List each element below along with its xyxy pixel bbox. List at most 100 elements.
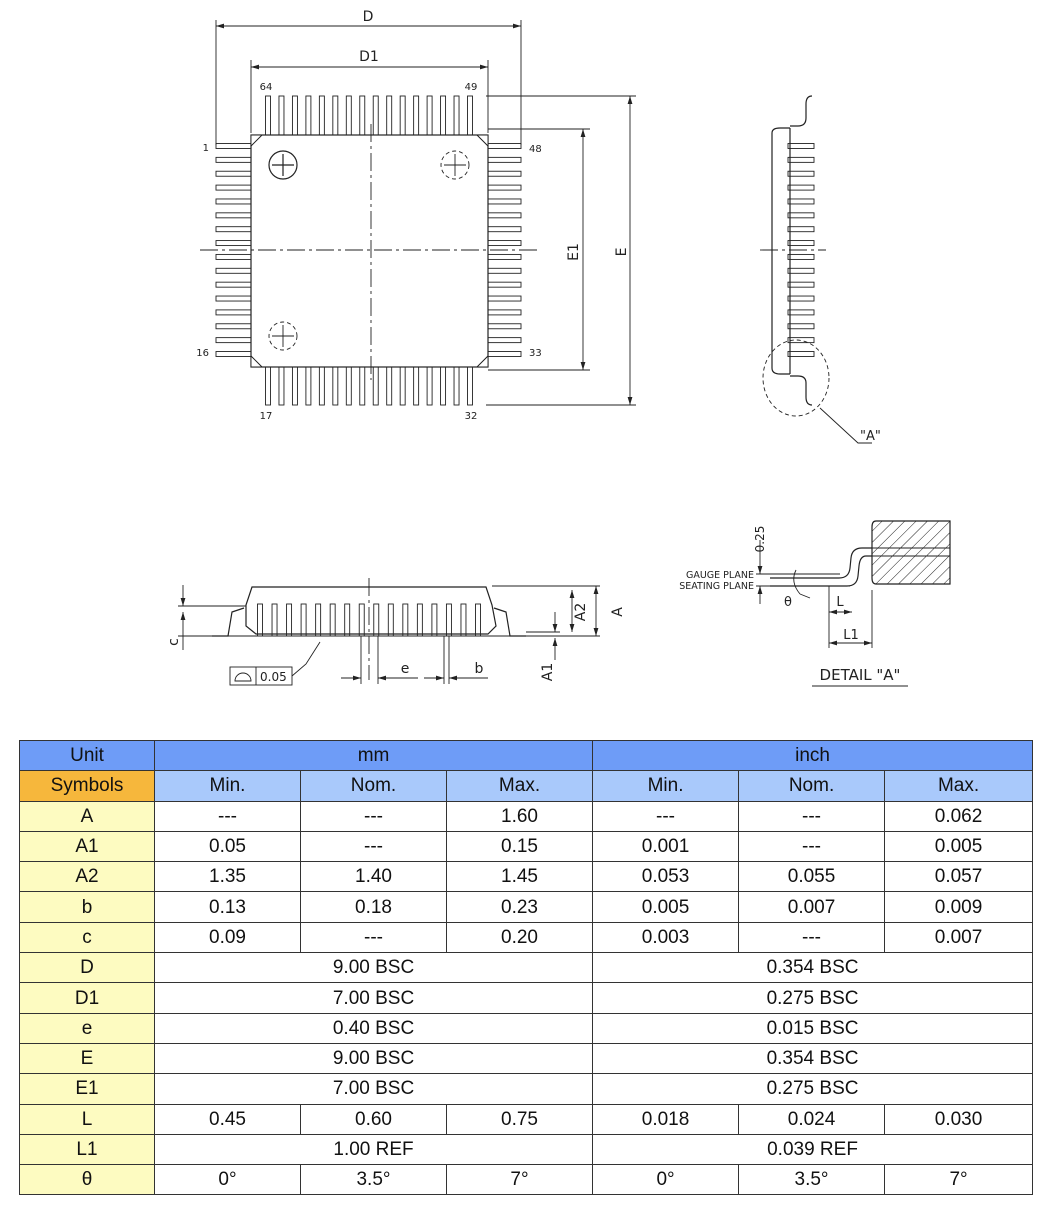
mm-value-cell: --- xyxy=(154,800,301,832)
lead xyxy=(787,337,815,344)
inch-value-cell: 0.057 xyxy=(884,861,1034,893)
lead xyxy=(431,603,438,637)
pin-number-17: 17 xyxy=(260,411,273,422)
mm-header: mm xyxy=(153,739,594,772)
mm-value-cell: 0.45 xyxy=(154,1103,301,1135)
lead xyxy=(359,95,366,136)
top-view: D D1 E1 E 64 49 1 48 16 33 17 32 xyxy=(196,9,636,422)
pin-number-16: 16 xyxy=(196,348,209,359)
lead xyxy=(372,366,379,406)
symbol-cell: D1 xyxy=(19,982,155,1014)
mm-value-cell: 7.00 BSC xyxy=(153,982,594,1014)
lead xyxy=(215,184,252,191)
symbol-cell: D xyxy=(19,952,155,984)
lead xyxy=(487,156,522,163)
mm-value-cell: --- xyxy=(300,921,447,954)
detail-a: GAUGE PLANE SEATING PLANE 0.25 θ L L1 DE… xyxy=(679,520,951,687)
lead xyxy=(345,366,352,406)
lead xyxy=(453,366,460,406)
lead xyxy=(787,281,815,288)
inch-min-header: Min. xyxy=(592,770,740,802)
inch-value-cell: 0.005 xyxy=(884,830,1034,863)
lead xyxy=(475,603,481,637)
symbol-cell: L1 xyxy=(19,1133,155,1166)
lead xyxy=(215,226,252,233)
lead xyxy=(445,603,452,637)
mm-value-cell: 0.75 xyxy=(445,1103,594,1135)
inch-max-header: Max. xyxy=(884,770,1034,802)
lead xyxy=(386,366,393,406)
lead xyxy=(787,309,815,316)
lead xyxy=(402,603,409,637)
lead xyxy=(215,212,252,219)
inch-value-cell: 0.062 xyxy=(884,800,1034,832)
lead xyxy=(487,323,522,330)
dim-D1-label: D1 xyxy=(359,49,379,65)
mm-value-cell: --- xyxy=(300,800,447,832)
mm-value-cell: 0.05 xyxy=(154,830,301,863)
lead xyxy=(413,95,420,136)
inch-value-cell: 0.354 BSC xyxy=(592,952,1034,984)
front-view: c A A2 A1 e b 0.05 xyxy=(166,578,626,686)
lead xyxy=(215,253,252,260)
lead xyxy=(373,603,380,637)
pin1-mark xyxy=(268,150,298,180)
lead xyxy=(399,366,406,406)
inch-value-cell: 0.024 xyxy=(738,1103,886,1135)
lead xyxy=(787,323,815,330)
dim-025-label: 0.25 xyxy=(753,526,767,553)
lead xyxy=(426,366,433,406)
mm-value-cell: 9.00 BSC xyxy=(153,952,594,984)
lead xyxy=(399,95,406,136)
inch-value-cell: 0.018 xyxy=(592,1103,740,1135)
lead xyxy=(372,95,379,136)
lead xyxy=(487,351,522,357)
lead xyxy=(416,603,423,637)
lead xyxy=(787,253,815,260)
mm-value-cell: 0.60 xyxy=(300,1103,447,1135)
dim-A2-label: A2 xyxy=(573,603,589,621)
mm-value-cell: 9.00 BSC xyxy=(153,1042,594,1075)
lead xyxy=(467,366,473,406)
lead xyxy=(487,295,522,302)
symbol-cell: A xyxy=(19,800,155,832)
lead xyxy=(787,351,815,357)
detail-callout: "A" xyxy=(860,429,881,444)
side-view: "A" xyxy=(760,95,881,444)
symbol-cell: E1 xyxy=(19,1073,155,1105)
inch-value-cell: 0.007 xyxy=(884,921,1034,954)
detail-title: DETAIL "A" xyxy=(820,666,901,684)
lead xyxy=(215,337,252,344)
mm-value-cell: 3.5° xyxy=(300,1164,447,1196)
lead xyxy=(291,95,298,136)
lead xyxy=(300,603,307,637)
lead xyxy=(215,143,252,149)
mm-value-cell: 0° xyxy=(154,1164,301,1196)
inch-value-cell: 0.001 xyxy=(592,830,740,863)
symbol-cell: θ xyxy=(19,1164,155,1196)
lead xyxy=(215,267,252,274)
mm-nom-header: Nom. xyxy=(300,770,447,802)
lead xyxy=(487,309,522,316)
lead xyxy=(359,366,366,406)
dim-D-label: D xyxy=(363,9,374,25)
pin-number-32: 32 xyxy=(465,411,478,422)
pin-number-33: 33 xyxy=(529,348,542,359)
lead xyxy=(440,95,447,136)
lead xyxy=(440,366,447,406)
lead xyxy=(305,95,312,136)
seating-plane-label: SEATING PLANE xyxy=(679,581,754,592)
mm-value-cell: 1.35 xyxy=(154,861,301,893)
lead xyxy=(787,295,815,302)
lead xyxy=(386,95,393,136)
lead xyxy=(286,603,293,637)
inch-value-cell: --- xyxy=(738,921,886,954)
pins-top xyxy=(265,95,473,136)
lead xyxy=(215,309,252,316)
inch-value-cell: 3.5° xyxy=(738,1164,886,1196)
lead xyxy=(278,95,285,136)
